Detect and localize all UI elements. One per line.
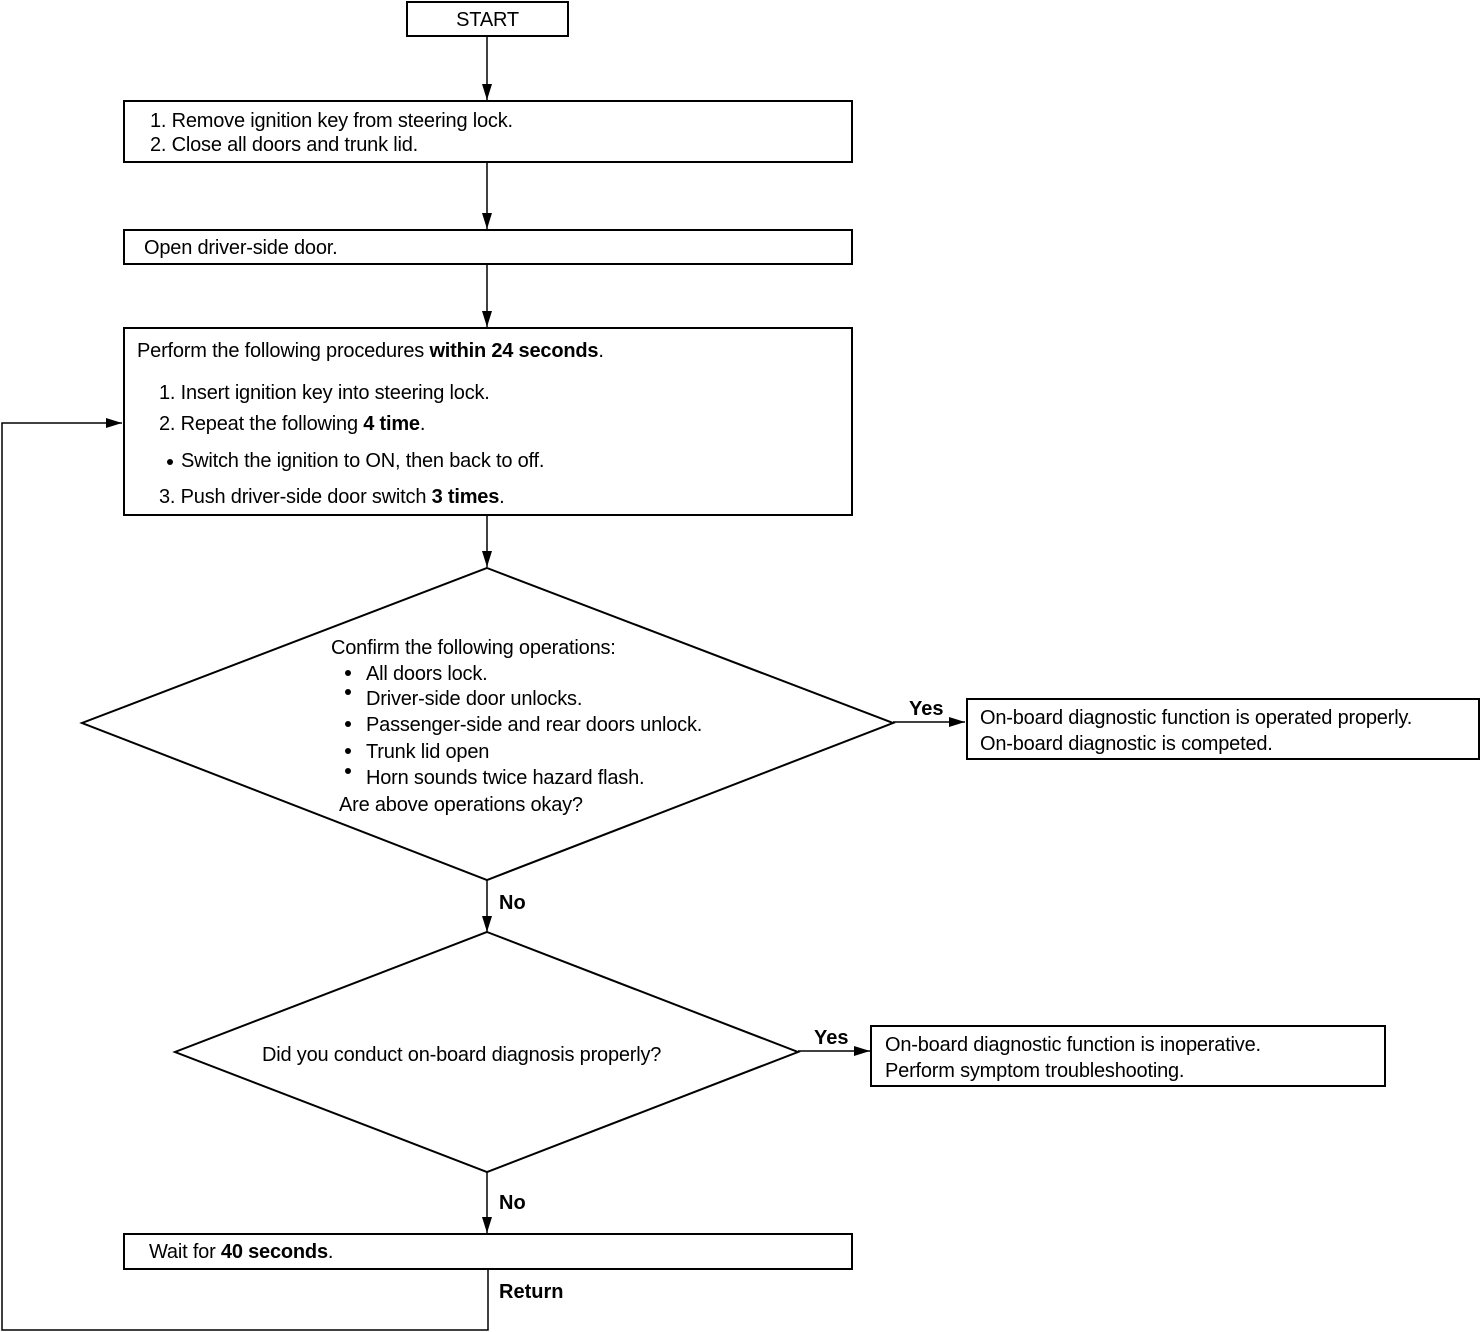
- step3-item3-text: 3. Push driver-side door switch: [159, 486, 432, 508]
- step3-bullet-dot: [167, 459, 173, 465]
- decision1-no-label: No: [499, 892, 526, 914]
- decision1-bullet-dot: [345, 748, 351, 754]
- step1-line1: 1. Remove ignition key from steering loc…: [150, 110, 513, 132]
- decision2-question: Did you conduct on-board diagnosis prope…: [262, 1044, 662, 1066]
- step3-intro-emphasis: within 24 seconds: [429, 340, 599, 362]
- step3-item3-emphasis: 3 times: [431, 486, 500, 508]
- decision1-question: Are above operations okay?: [339, 794, 583, 816]
- step1-line2: 2. Close all doors and trunk lid.: [150, 134, 418, 156]
- result2-line1: On-board diagnostic function is inoperat…: [885, 1034, 1261, 1056]
- decision1-bullet: Horn sounds twice hazard flash.: [366, 767, 645, 789]
- decision1-heading: Confirm the following operations:: [331, 637, 616, 659]
- step4-text-end: .: [327, 1241, 334, 1263]
- step1-box: 1. Remove ignition key from steering loc…: [123, 100, 853, 163]
- return-loop-line: [1, 418, 489, 1331]
- result1-line2: On-board diagnostic is competed.: [980, 733, 1273, 755]
- step3-bullet: Switch the ignition to ON, then back to …: [181, 450, 545, 472]
- step3-item3: 3. Push driver-side door switch 3 times.: [159, 485, 505, 509]
- step3-item2: 2. Repeat the following 4 time.: [159, 412, 425, 436]
- decision1-bullet-dot: [345, 689, 351, 695]
- decision1-bullet: Passenger-side and rear doors unlock.: [366, 714, 703, 736]
- decision1-diamond: [79, 566, 896, 882]
- decision2-yes-label: Yes: [814, 1027, 849, 1049]
- step3-box: Perform the following procedures within …: [123, 327, 853, 516]
- decision1-bullet-dot: [345, 670, 351, 676]
- decision2-diamond: [172, 930, 801, 1174]
- step3-item3-end: .: [499, 486, 505, 508]
- decision1-bullet-dot: [345, 768, 351, 774]
- step4-text: Wait for 40 seconds.: [149, 1240, 333, 1264]
- step3-intro-end: .: [598, 340, 604, 362]
- step3-item2-text: 2. Repeat the following: [159, 413, 364, 435]
- step4-box: Wait for 40 seconds.: [123, 1233, 853, 1270]
- step3-item1: 1. Insert ignition key into steering loc…: [159, 382, 490, 404]
- decision1-yes-label: Yes: [909, 698, 944, 720]
- start-terminal: START: [406, 1, 569, 37]
- step3-item2-emphasis: 4 time: [363, 413, 420, 435]
- result1-line1: On-board diagnostic function is operated…: [980, 707, 1413, 729]
- decision2-no-label: No: [499, 1192, 526, 1214]
- step3-intro-text: Perform the following procedures: [137, 340, 430, 362]
- step2-box: Open driver-side door.: [123, 229, 853, 265]
- step4-text-emphasis: 40 seconds: [220, 1241, 328, 1263]
- result2-line2: Perform symptom troubleshooting.: [885, 1060, 1185, 1082]
- decision1-bullet: Trunk lid open: [366, 741, 490, 763]
- result1-box: On-board diagnostic function is operated…: [966, 698, 1480, 760]
- start-label: START: [456, 9, 519, 31]
- step3-intro: Perform the following procedures within …: [137, 339, 604, 363]
- result2-box: On-board diagnostic function is inoperat…: [870, 1025, 1386, 1087]
- step2-text: Open driver-side door.: [144, 237, 338, 259]
- decision1-bullet: All doors lock.: [366, 663, 488, 685]
- return-label: Return: [499, 1281, 564, 1303]
- decision1-bullet-dot: [345, 721, 351, 727]
- step3-item2-end: .: [419, 413, 426, 435]
- step4-text-start: Wait for: [149, 1241, 221, 1263]
- decision1-bullet: Driver-side door unlocks.: [366, 688, 583, 710]
